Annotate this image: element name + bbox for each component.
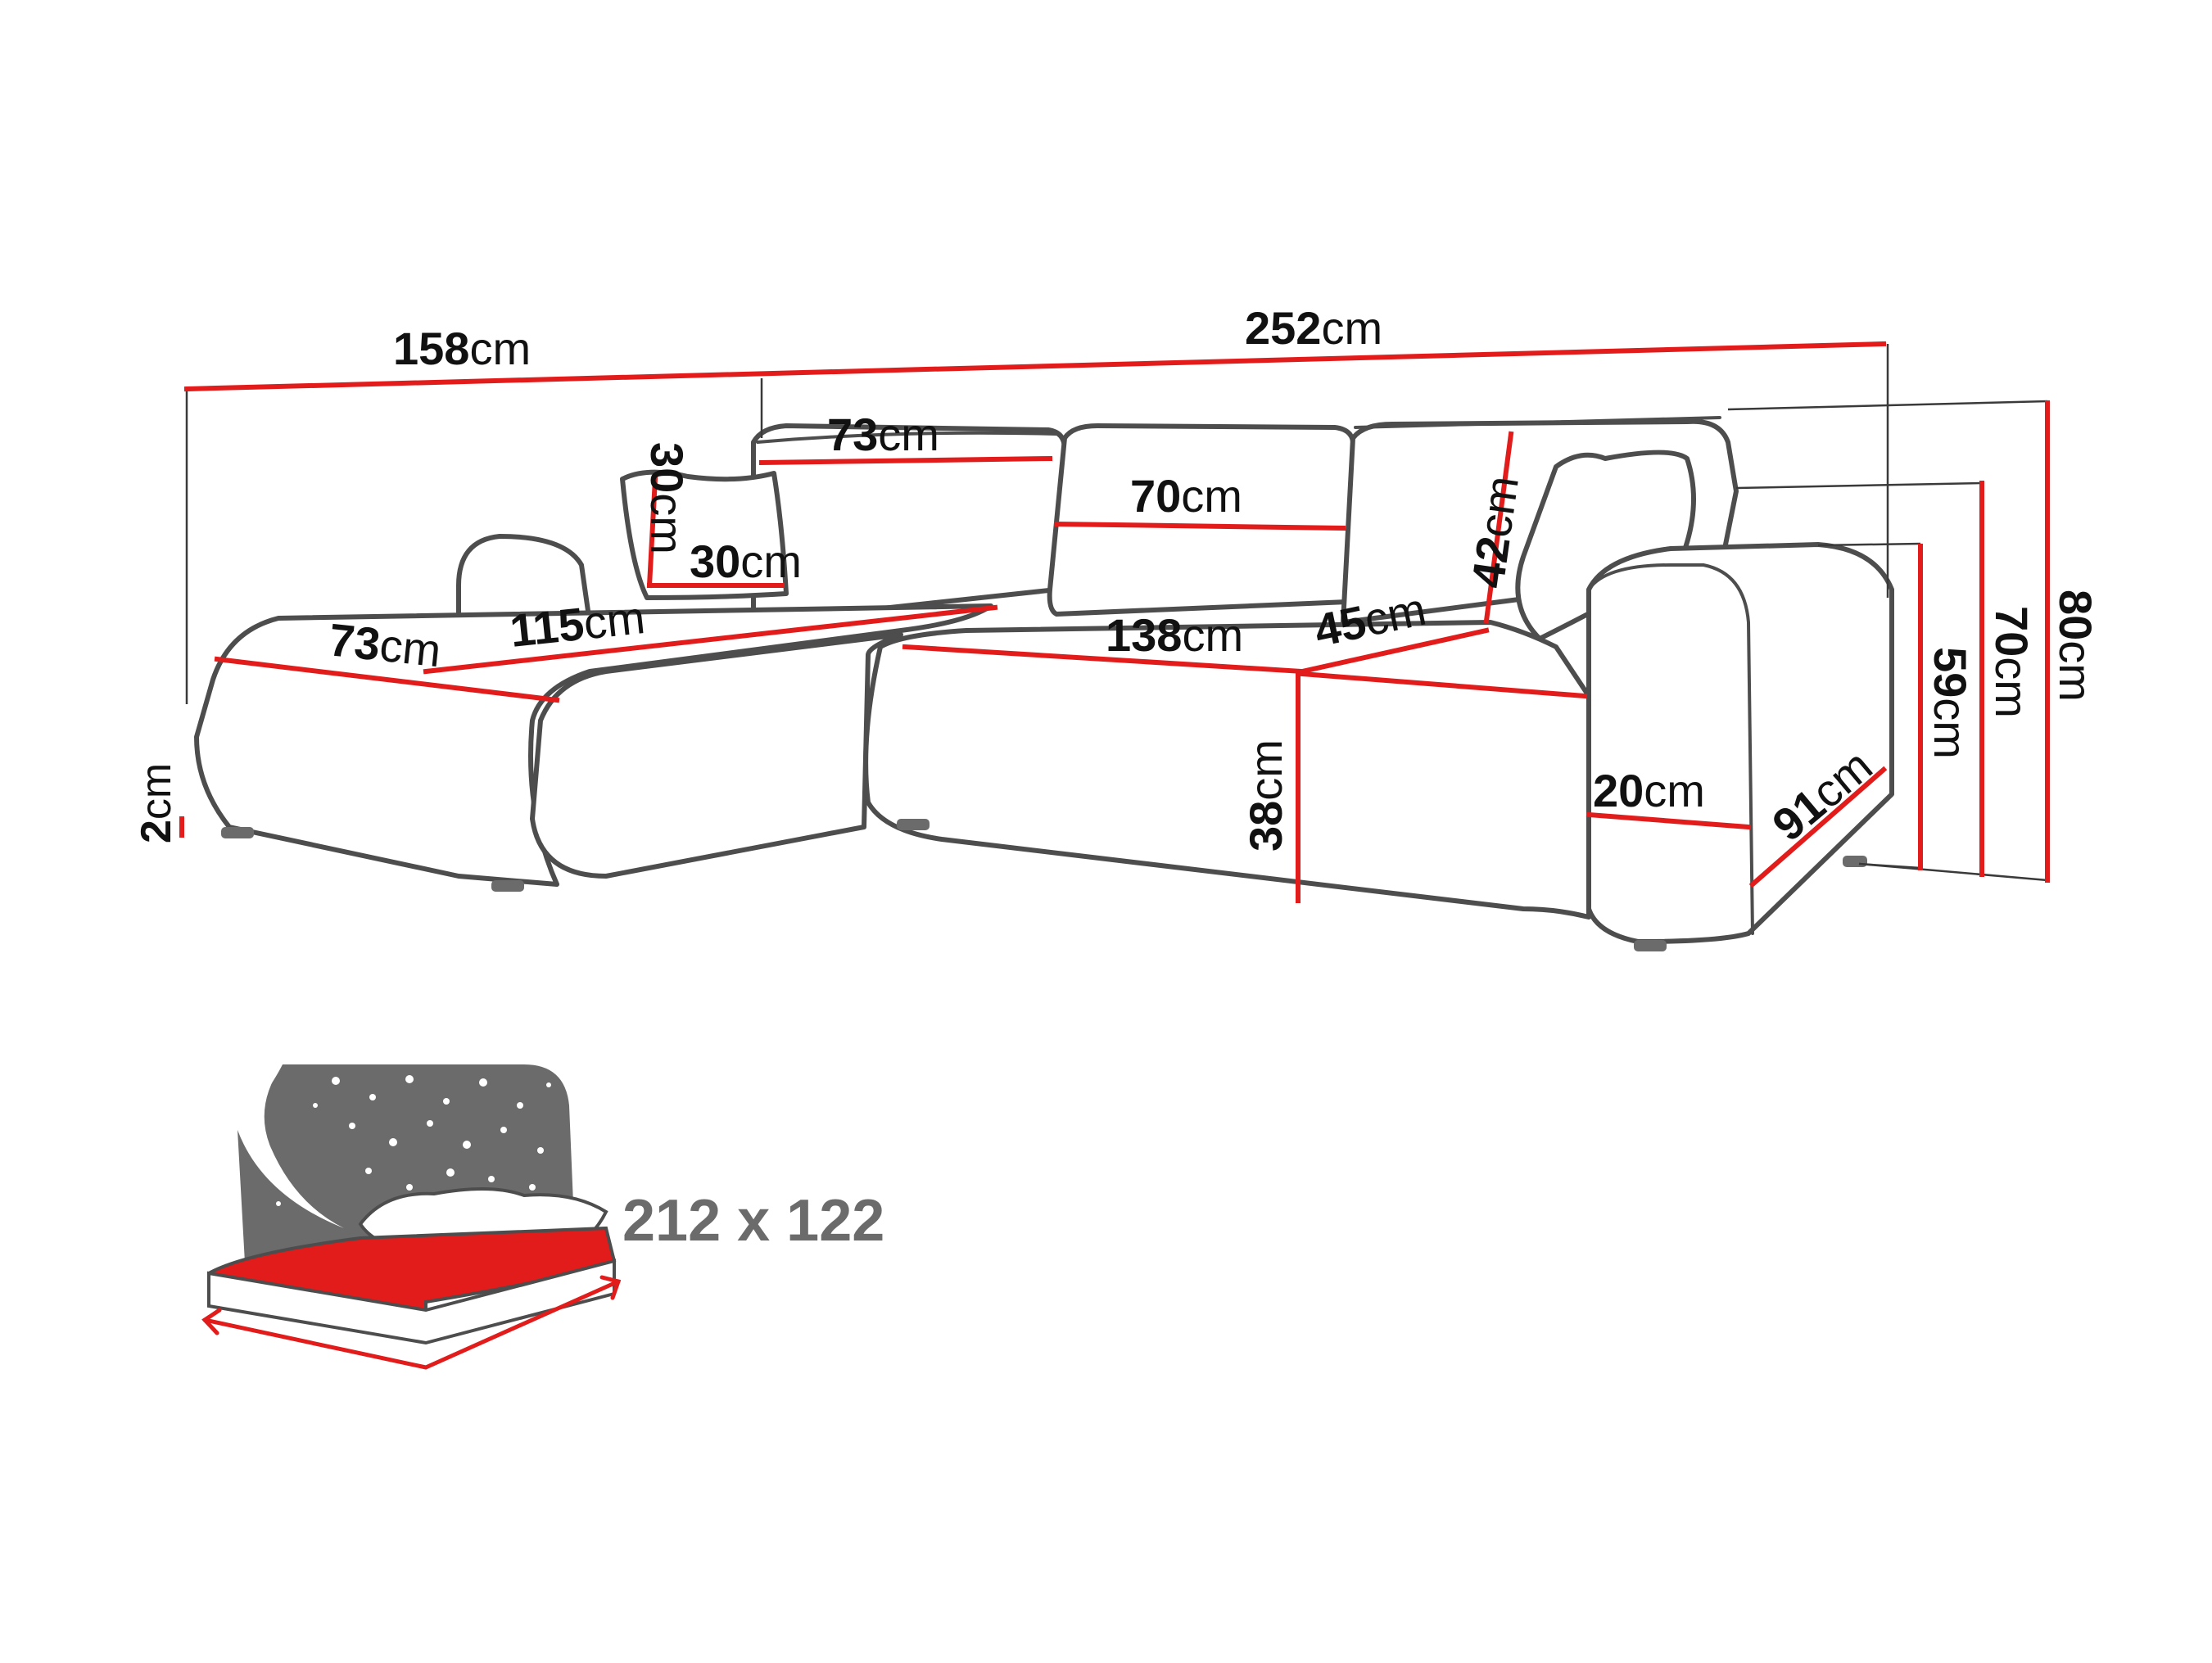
- back-top-rail: [756, 416, 1721, 444]
- line-45-front: [1299, 671, 1588, 699]
- leg-chaise-front: [491, 880, 524, 892]
- bed-size-label: 212 x 122: [622, 1188, 884, 1254]
- label-73-back: 73cm: [827, 409, 939, 460]
- line-45-depth: [1299, 627, 1490, 675]
- label-38: 38cm: [1240, 739, 1291, 852]
- label-45: 45cm: [1310, 583, 1430, 657]
- leg-right-back: [1843, 856, 1867, 867]
- label-59: 59cm: [1925, 647, 1976, 759]
- line-42-back: [1483, 431, 1514, 624]
- leg-middle: [897, 819, 930, 830]
- chaise-front-cushion: [530, 632, 903, 879]
- label-252: 252cm: [1245, 302, 1382, 354]
- line-70-back: [1053, 521, 1346, 531]
- leg-front-left: [221, 827, 254, 838]
- line-73-chaise: [214, 656, 560, 703]
- main-seat: [863, 620, 1591, 920]
- line-252: [183, 341, 1887, 392]
- line-30-pillow-h: [646, 476, 658, 589]
- line-138-seat: [902, 644, 1305, 675]
- right-pillow: [1515, 450, 1696, 641]
- dimension-lines: [179, 341, 2050, 903]
- label-73-chaise: 73cm: [327, 613, 444, 676]
- label-30-pillow-w: 30cm: [690, 536, 802, 587]
- bed-size-arrows: [201, 1275, 622, 1370]
- leg-right-front: [1634, 940, 1667, 951]
- label-138: 138cm: [1106, 609, 1243, 661]
- stars: [260, 1075, 551, 1206]
- line-73-back: [758, 455, 1053, 466]
- label-42: 42cm: [1461, 472, 1527, 590]
- line-91-depth: [1748, 766, 1888, 888]
- label-80: 80cm: [2050, 590, 2101, 702]
- right-armrest: [1586, 542, 1894, 944]
- bed-function-icon: 212 x 122: [201, 1064, 884, 1370]
- label-2: 2cm: [133, 763, 180, 843]
- label-115: 115cm: [508, 591, 648, 657]
- line-20-armrest: [1585, 811, 1752, 830]
- moon-curve: [237, 1064, 344, 1228]
- label-30-pillow-h: 30cm: [641, 442, 693, 554]
- sofa-outline: [194, 416, 1894, 951]
- small-pillow: [620, 469, 789, 600]
- extension-lines: [185, 344, 2048, 882]
- label-70-height: 70cm: [1986, 606, 2038, 718]
- line-115-chaise: [423, 604, 998, 675]
- label-70-back: 70cm: [1130, 470, 1242, 522]
- label-20: 20cm: [1593, 765, 1705, 816]
- label-158: 158cm: [393, 323, 531, 374]
- right-armrest-front: [1587, 563, 1754, 935]
